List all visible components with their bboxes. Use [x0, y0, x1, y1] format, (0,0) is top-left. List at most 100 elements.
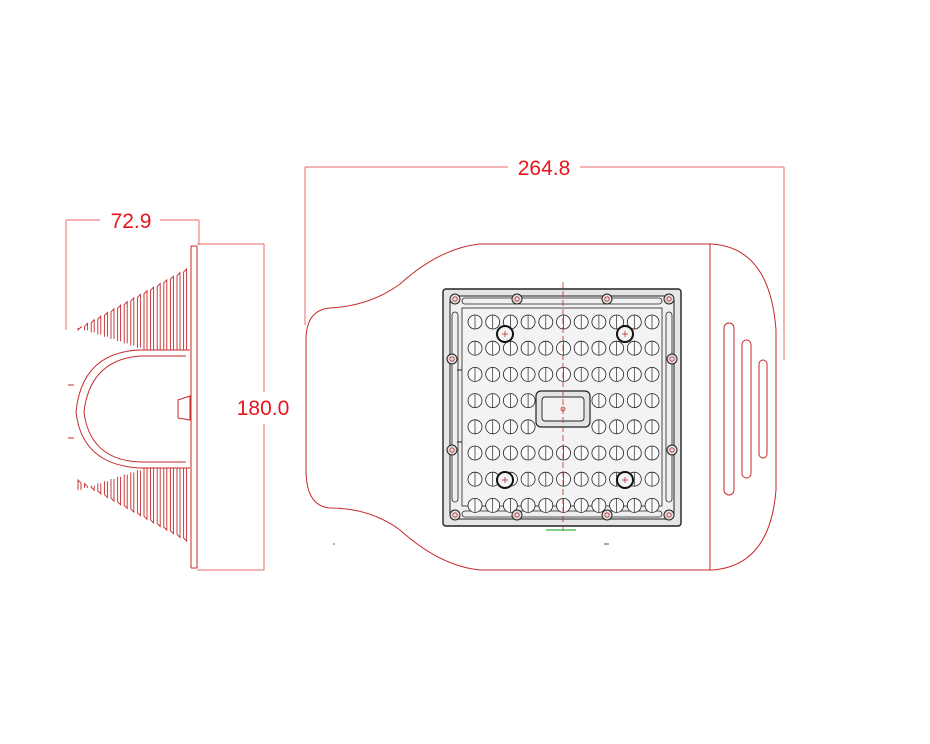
led-lens: [520, 419, 536, 435]
led-lens: [502, 445, 518, 461]
led-lens: [626, 497, 642, 513]
led-lens: [644, 314, 660, 330]
mount-screw-icon: [496, 471, 514, 489]
led-lens: [538, 497, 554, 513]
fin: [176, 468, 181, 539]
mount-screw-icon: [496, 325, 514, 343]
led-lens: [520, 366, 536, 382]
screw-icon: [449, 293, 461, 305]
led-lens: [467, 497, 483, 513]
led-lens: [644, 445, 660, 461]
led-lens: [485, 314, 501, 330]
fin: [130, 472, 135, 514]
led-lens: [467, 445, 483, 461]
led-lens: [591, 314, 607, 330]
screw-icon: [446, 353, 458, 365]
led-lens: [502, 393, 518, 409]
screw-icon: [666, 444, 678, 456]
led-lens: [502, 419, 518, 435]
led-lens: [591, 471, 607, 487]
fin: [110, 479, 115, 503]
fin: [156, 282, 161, 350]
fin: [90, 485, 95, 492]
mount-screw-icon: [616, 325, 634, 343]
led-lens: [520, 393, 536, 409]
led-lens: [609, 366, 624, 382]
dimension-height: 180.0: [197, 243, 289, 571]
led-lens: [556, 445, 571, 461]
fin: [136, 293, 141, 348]
led-lens: [591, 366, 607, 382]
fin: [143, 468, 148, 521]
fin: [136, 470, 141, 517]
fin: [123, 474, 128, 510]
led-lens: [485, 366, 501, 382]
led-lens: [556, 366, 571, 382]
led-lens: [485, 497, 501, 513]
led-lens: [502, 340, 518, 356]
fin: [103, 311, 108, 337]
led-lens: [626, 419, 642, 435]
led-lens: [644, 471, 660, 487]
top-view: 264.8: [304, 157, 785, 571]
led-lens: [573, 497, 589, 513]
led-lens: [556, 340, 571, 356]
led-lens: [485, 445, 501, 461]
screw-icon: [601, 293, 613, 305]
fin: [117, 304, 122, 342]
led-lens-grid: [467, 314, 660, 513]
led-lens: [520, 314, 536, 330]
led-lens: [591, 419, 607, 435]
housing-outline: [305, 243, 777, 571]
fin: [77, 325, 82, 332]
led-lens: [609, 314, 624, 330]
screw-icon: [511, 293, 523, 305]
led-lens: [467, 314, 483, 330]
led-lens: [520, 471, 536, 487]
dimension-label-length: 264.8: [518, 157, 571, 180]
screw-icon: [666, 353, 678, 365]
mounting-screws: [496, 325, 634, 489]
fin: [183, 468, 188, 543]
fin: [90, 318, 95, 333]
led-lens: [556, 314, 571, 330]
mount-screw-icon: [616, 471, 634, 489]
fin: [84, 322, 89, 331]
led-lens: [538, 340, 554, 356]
led-lens: [520, 445, 536, 461]
ref-dot: [333, 543, 335, 545]
heatsink-fins-bottom: [77, 468, 188, 543]
led-lens: [502, 497, 518, 513]
led-lens: [591, 497, 607, 513]
led-lens: [573, 471, 589, 487]
led-lens: [502, 366, 518, 382]
led-lens: [538, 366, 554, 382]
screw-icon: [663, 509, 675, 521]
fin: [169, 275, 174, 350]
led-lens: [538, 445, 554, 461]
led-lens: [644, 419, 660, 435]
screw-icon: [601, 509, 613, 521]
fin: [169, 468, 174, 535]
frame-screws: [446, 293, 678, 521]
led-lens: [467, 393, 483, 409]
fin: [163, 468, 168, 532]
led-lens: [591, 340, 607, 356]
led-lens: [644, 340, 660, 356]
fin: [130, 296, 135, 346]
led-lens: [485, 393, 501, 409]
screw-icon: [511, 509, 523, 521]
fin: [110, 307, 115, 339]
heatsink-fins-top: [77, 267, 188, 350]
screw-icon: [446, 444, 458, 456]
led-lens: [626, 445, 642, 461]
led-lens: [573, 340, 589, 356]
fin: [183, 267, 188, 350]
mounting-plate: [190, 245, 198, 569]
fin: [123, 300, 128, 344]
fin: [103, 481, 108, 499]
fin: [156, 468, 161, 528]
fin: [77, 478, 82, 490]
led-lens: [520, 497, 536, 513]
